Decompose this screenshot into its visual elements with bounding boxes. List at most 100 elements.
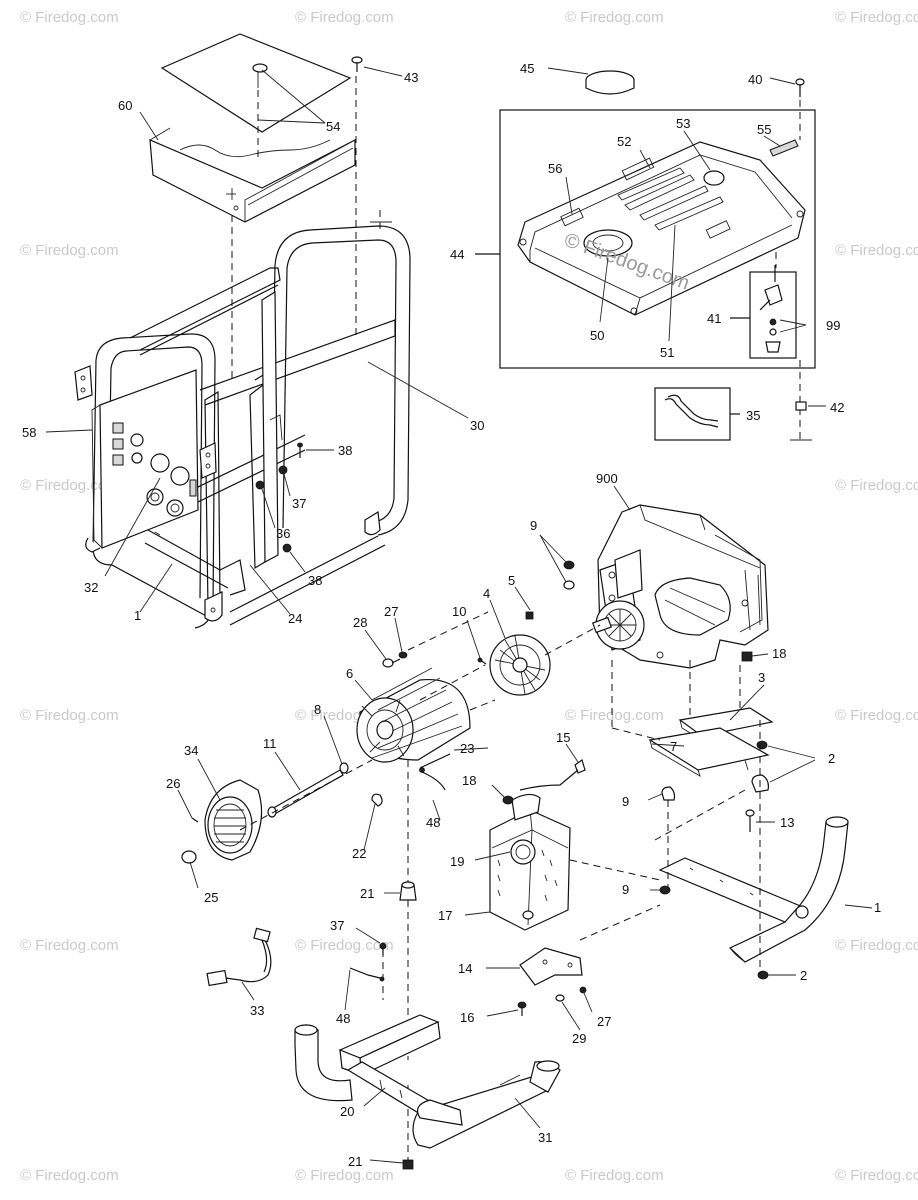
watermark-text: © Firedog.com (20, 707, 119, 724)
callout-32: 32 (84, 580, 98, 595)
mount-bracket-7 (648, 727, 770, 777)
callout-41: 41 (707, 311, 721, 326)
callout-8: 8 (314, 702, 321, 717)
callout-42: 42 (830, 400, 844, 415)
control-panel-cover-54 (160, 33, 352, 133)
callout-9: 9 (622, 794, 629, 809)
leader-dash (239, 759, 373, 831)
watermark-text: © Firedog.com (835, 937, 918, 954)
leader-dash (407, 611, 489, 651)
callout-22: 22 (352, 846, 366, 861)
watermark-text: © Firedog.com (565, 1167, 664, 1184)
callout-51: 51 (660, 345, 674, 360)
callout-16: 16 (460, 1010, 474, 1025)
nut-18-engine (741, 651, 753, 662)
leader-dash (569, 859, 661, 881)
leader-dash (469, 699, 496, 711)
callout-2: 2 (800, 968, 807, 983)
callout-9: 9 (530, 518, 537, 533)
watermark-text: © Firedog.com (835, 477, 918, 494)
callout-55: 55 (757, 122, 771, 137)
callout-labels: 43 54 60 45 40 53 52 55 56 44 50 51 41 9… (22, 61, 881, 1169)
callout-34: 34 (184, 743, 198, 758)
watermark-text: © Firedog.com (295, 9, 394, 26)
callout-18: 18 (462, 773, 476, 788)
watermark-text: © Firedog.com (295, 1167, 394, 1184)
callout-2: 2 (828, 751, 835, 766)
callout-17: 17 (438, 908, 452, 923)
leader-dash (654, 789, 746, 841)
callout-30: 30 (470, 418, 484, 433)
callout-3: 3 (758, 670, 765, 685)
callout-44: 44 (450, 247, 464, 262)
bolt-28 (382, 658, 401, 668)
callout-28: 28 (353, 615, 367, 630)
wire-harness (519, 769, 579, 791)
callout-15: 15 (556, 730, 570, 745)
callout-27: 27 (597, 1014, 611, 1029)
callout-50: 50 (590, 328, 604, 343)
muffler-17 (489, 809, 571, 931)
callout-25: 25 (204, 890, 218, 905)
watermark-text: © Firedog.com (835, 242, 918, 259)
plug-25 (181, 850, 197, 864)
callout-58: 58 (22, 425, 36, 440)
callout-52: 52 (617, 134, 631, 149)
control-panel-58 (91, 369, 199, 549)
callout-900: 900 (596, 471, 618, 486)
callout-40: 40 (748, 72, 762, 87)
bracket-24 (261, 290, 283, 563)
fuel-cap-45 (585, 70, 635, 95)
callout-21: 21 (360, 886, 374, 901)
screw-40 (795, 78, 805, 97)
engine-900 (592, 504, 769, 669)
wire-23-48 (419, 753, 451, 791)
callout-1: 1 (134, 608, 141, 623)
washer-27b (579, 986, 587, 994)
nut-8 (339, 762, 349, 774)
screw-27 (398, 651, 408, 659)
callout-48: 48 (426, 815, 440, 830)
mount-21 (399, 881, 417, 901)
screw-10 (477, 657, 487, 665)
callout-19: 19 (450, 854, 464, 869)
leader-dash (419, 664, 486, 701)
nut-42 (795, 401, 807, 411)
leader-lines (45, 66, 873, 1164)
washer-nut-9 (563, 560, 575, 590)
watermark-text: © Firedog.com (20, 1167, 119, 1184)
callout-56: 56 (548, 161, 562, 176)
end-cover-34 (204, 779, 263, 861)
callout-26: 26 (166, 776, 180, 791)
callout-13: 13 (780, 815, 794, 830)
callout-21: 21 (348, 1154, 362, 1169)
bracket-tray-60 (149, 127, 356, 223)
leader-dash (579, 904, 661, 941)
callout-54: 54 (326, 119, 340, 134)
callout-9: 9 (622, 882, 629, 897)
handle-frame-20-31 (294, 1014, 561, 1149)
callout-36: 36 (276, 526, 290, 541)
callout-43: 43 (404, 70, 418, 85)
watermark-text: © Firedog.com (20, 242, 119, 259)
callout-53: 53 (676, 116, 690, 131)
frame-handle-1 (658, 816, 849, 963)
callout-38: 38 (338, 443, 352, 458)
watermark-text: © Firedog.com (20, 9, 119, 26)
watermark-text: © Firedog.com (835, 9, 918, 26)
callout-4: 4 (483, 586, 490, 601)
watermark-text: © Firedog.com (835, 707, 918, 724)
fuel-valve-box-41 (749, 265, 797, 359)
callout-5: 5 (508, 573, 515, 588)
watermark-text: © Firedog.com (835, 1167, 918, 1184)
callout-35: 35 (746, 408, 760, 423)
callout-31: 31 (538, 1130, 552, 1145)
bracket-14 (519, 947, 583, 986)
watermark-text: © Firedog.com (565, 9, 664, 26)
fuel-tank-group-box (499, 109, 816, 369)
screw-37b (379, 942, 387, 955)
wire-48b (349, 967, 385, 982)
nut-18-muffler (502, 795, 514, 805)
frame-assembly (74, 225, 411, 629)
screw-5 (525, 611, 534, 620)
